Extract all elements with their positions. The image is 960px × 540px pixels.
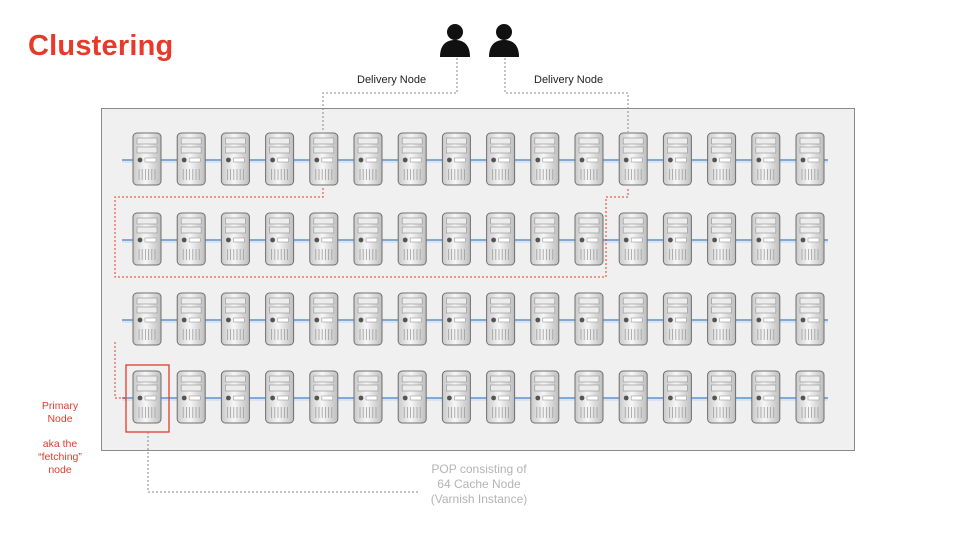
user-icon	[440, 24, 470, 57]
server-icon	[265, 292, 295, 346]
server-icon	[662, 132, 692, 186]
server-icon	[132, 132, 162, 186]
server-icon	[751, 132, 781, 186]
server-icon	[397, 212, 427, 266]
server-icon	[662, 370, 692, 424]
server-icon	[176, 212, 206, 266]
server-icon	[132, 292, 162, 346]
server-icon	[176, 132, 206, 186]
server-icon	[309, 132, 339, 186]
server-icon	[220, 212, 250, 266]
server-icon	[618, 370, 648, 424]
server-icon	[618, 132, 648, 186]
server-icon	[176, 292, 206, 346]
pop-caption-link	[147, 432, 418, 493]
server-icon	[795, 132, 825, 186]
server-icon	[486, 132, 516, 186]
delivery-node-label-right: Delivery Node	[534, 74, 604, 86]
fetching-note-line1: aka the	[42, 438, 78, 450]
server-icon	[397, 132, 427, 186]
server-icon	[486, 292, 516, 346]
server-icon	[441, 212, 471, 266]
pop-caption-line2: 64 Cache Node	[437, 477, 521, 491]
server-icon	[574, 370, 604, 424]
server-icon	[397, 370, 427, 424]
fetching-note-line3: node	[48, 464, 72, 476]
server-icon	[309, 292, 339, 346]
server-icon	[441, 292, 471, 346]
server-icon	[353, 292, 383, 346]
server-icon	[265, 132, 295, 186]
server-icon	[220, 292, 250, 346]
server-icon	[265, 212, 295, 266]
server-icon	[353, 370, 383, 424]
server-icon	[751, 292, 781, 346]
server-icon	[574, 132, 604, 186]
slide-title: Clustering	[28, 30, 174, 62]
server-icon	[441, 370, 471, 424]
user-icon	[489, 24, 519, 57]
server-icon	[662, 212, 692, 266]
primary-node-label: Primary Node	[30, 400, 90, 426]
server-icon	[707, 370, 737, 424]
server-icon	[265, 370, 295, 424]
delivery-link-left	[322, 58, 458, 132]
server-icon	[707, 292, 737, 346]
fetching-node-note: aka the “fetching” node	[30, 438, 90, 477]
server-icon	[618, 292, 648, 346]
server-icon	[486, 370, 516, 424]
fetch-path-primary	[114, 342, 126, 399]
server-icon	[662, 292, 692, 346]
pop-caption: POP consisting of 64 Cache Node (Varnish…	[404, 462, 554, 507]
server-icon	[530, 370, 560, 424]
server-icon	[530, 132, 560, 186]
delivery-node-label-left: Delivery Node	[357, 74, 427, 86]
server-icon	[795, 292, 825, 346]
server-icon	[530, 292, 560, 346]
server-icon	[751, 370, 781, 424]
server-icon	[707, 132, 737, 186]
server-icon	[795, 370, 825, 424]
server-icon	[574, 292, 604, 346]
primary-node-label-line2: Node	[47, 413, 73, 425]
fetching-note-line2: “fetching”	[38, 451, 82, 463]
server-icon	[618, 212, 648, 266]
server-icon	[309, 212, 339, 266]
server-icon	[176, 370, 206, 424]
pop-caption-line1: POP consisting of	[431, 462, 527, 476]
server-icon	[441, 132, 471, 186]
server-icon	[132, 212, 162, 266]
server-icon	[353, 132, 383, 186]
delivery-link-right	[504, 58, 629, 132]
server-icon	[220, 132, 250, 186]
server-icon	[795, 212, 825, 266]
primary-node-label-line1: Primary	[41, 400, 79, 412]
server-icon	[707, 212, 737, 266]
server-icon	[309, 370, 339, 424]
server-icon	[220, 370, 250, 424]
server-icon	[132, 370, 162, 424]
pop-caption-line3: (Varnish Instance)	[430, 492, 528, 506]
server-icon	[751, 212, 781, 266]
server-icon	[486, 212, 516, 266]
server-icon	[353, 212, 383, 266]
server-icon	[574, 212, 604, 266]
server-icon	[397, 292, 427, 346]
server-icon	[530, 212, 560, 266]
